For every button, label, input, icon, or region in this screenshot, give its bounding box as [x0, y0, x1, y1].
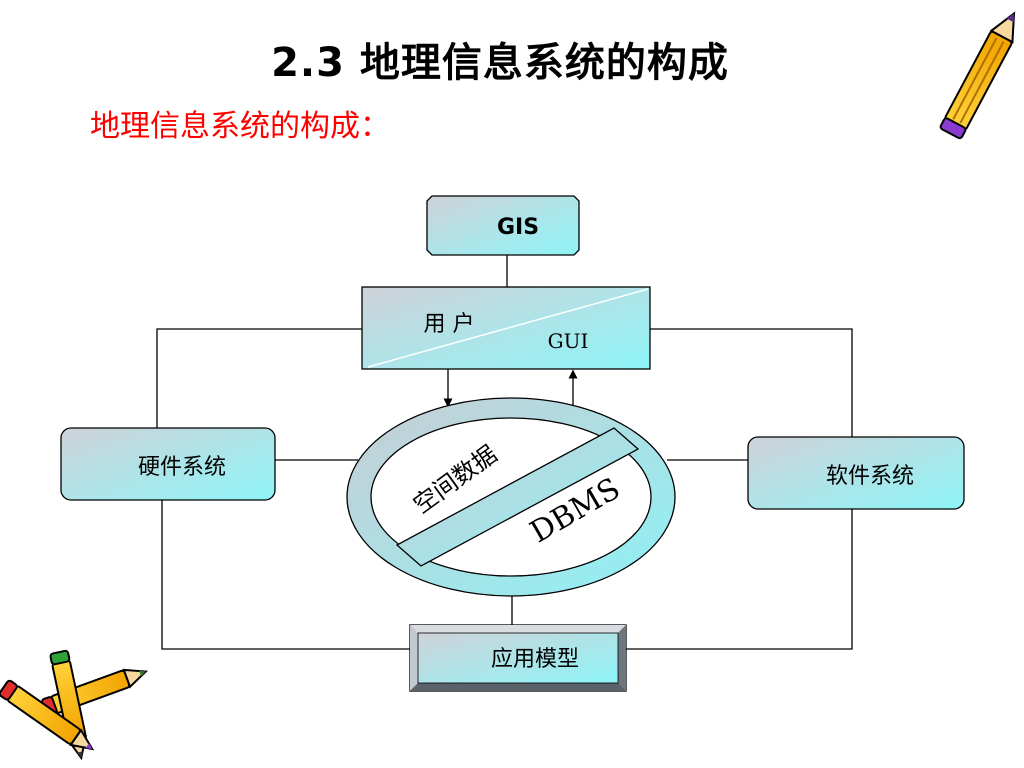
user-label: 用 户 [424, 312, 475, 337]
pencil-icon [939, 11, 1016, 140]
gis-label: GIS [497, 215, 539, 240]
slide-subtitle: 地理信息系统的构成： [90, 109, 390, 144]
slide-title: 2.3 地理信息系统的构成 [271, 40, 729, 86]
hardware-label: 硬件系统 [138, 455, 226, 480]
application-model-label: 应用模型 [491, 647, 579, 672]
spatial-data-dbms-ring: 空间数据 DBMS [346, 397, 676, 597]
software-box: 软件系统 [747, 436, 965, 510]
pencils-icon [0, 649, 149, 761]
application-model-box: 应用模型 [409, 624, 627, 692]
gui-label: GUI [548, 329, 589, 353]
gis-box: GIS [426, 195, 580, 256]
user-gui-box: 用 户 GUI [361, 286, 651, 370]
connector-lines [156, 255, 853, 650]
software-label: 软件系统 [826, 464, 914, 489]
hardware-box: 硬件系统 [60, 427, 276, 501]
